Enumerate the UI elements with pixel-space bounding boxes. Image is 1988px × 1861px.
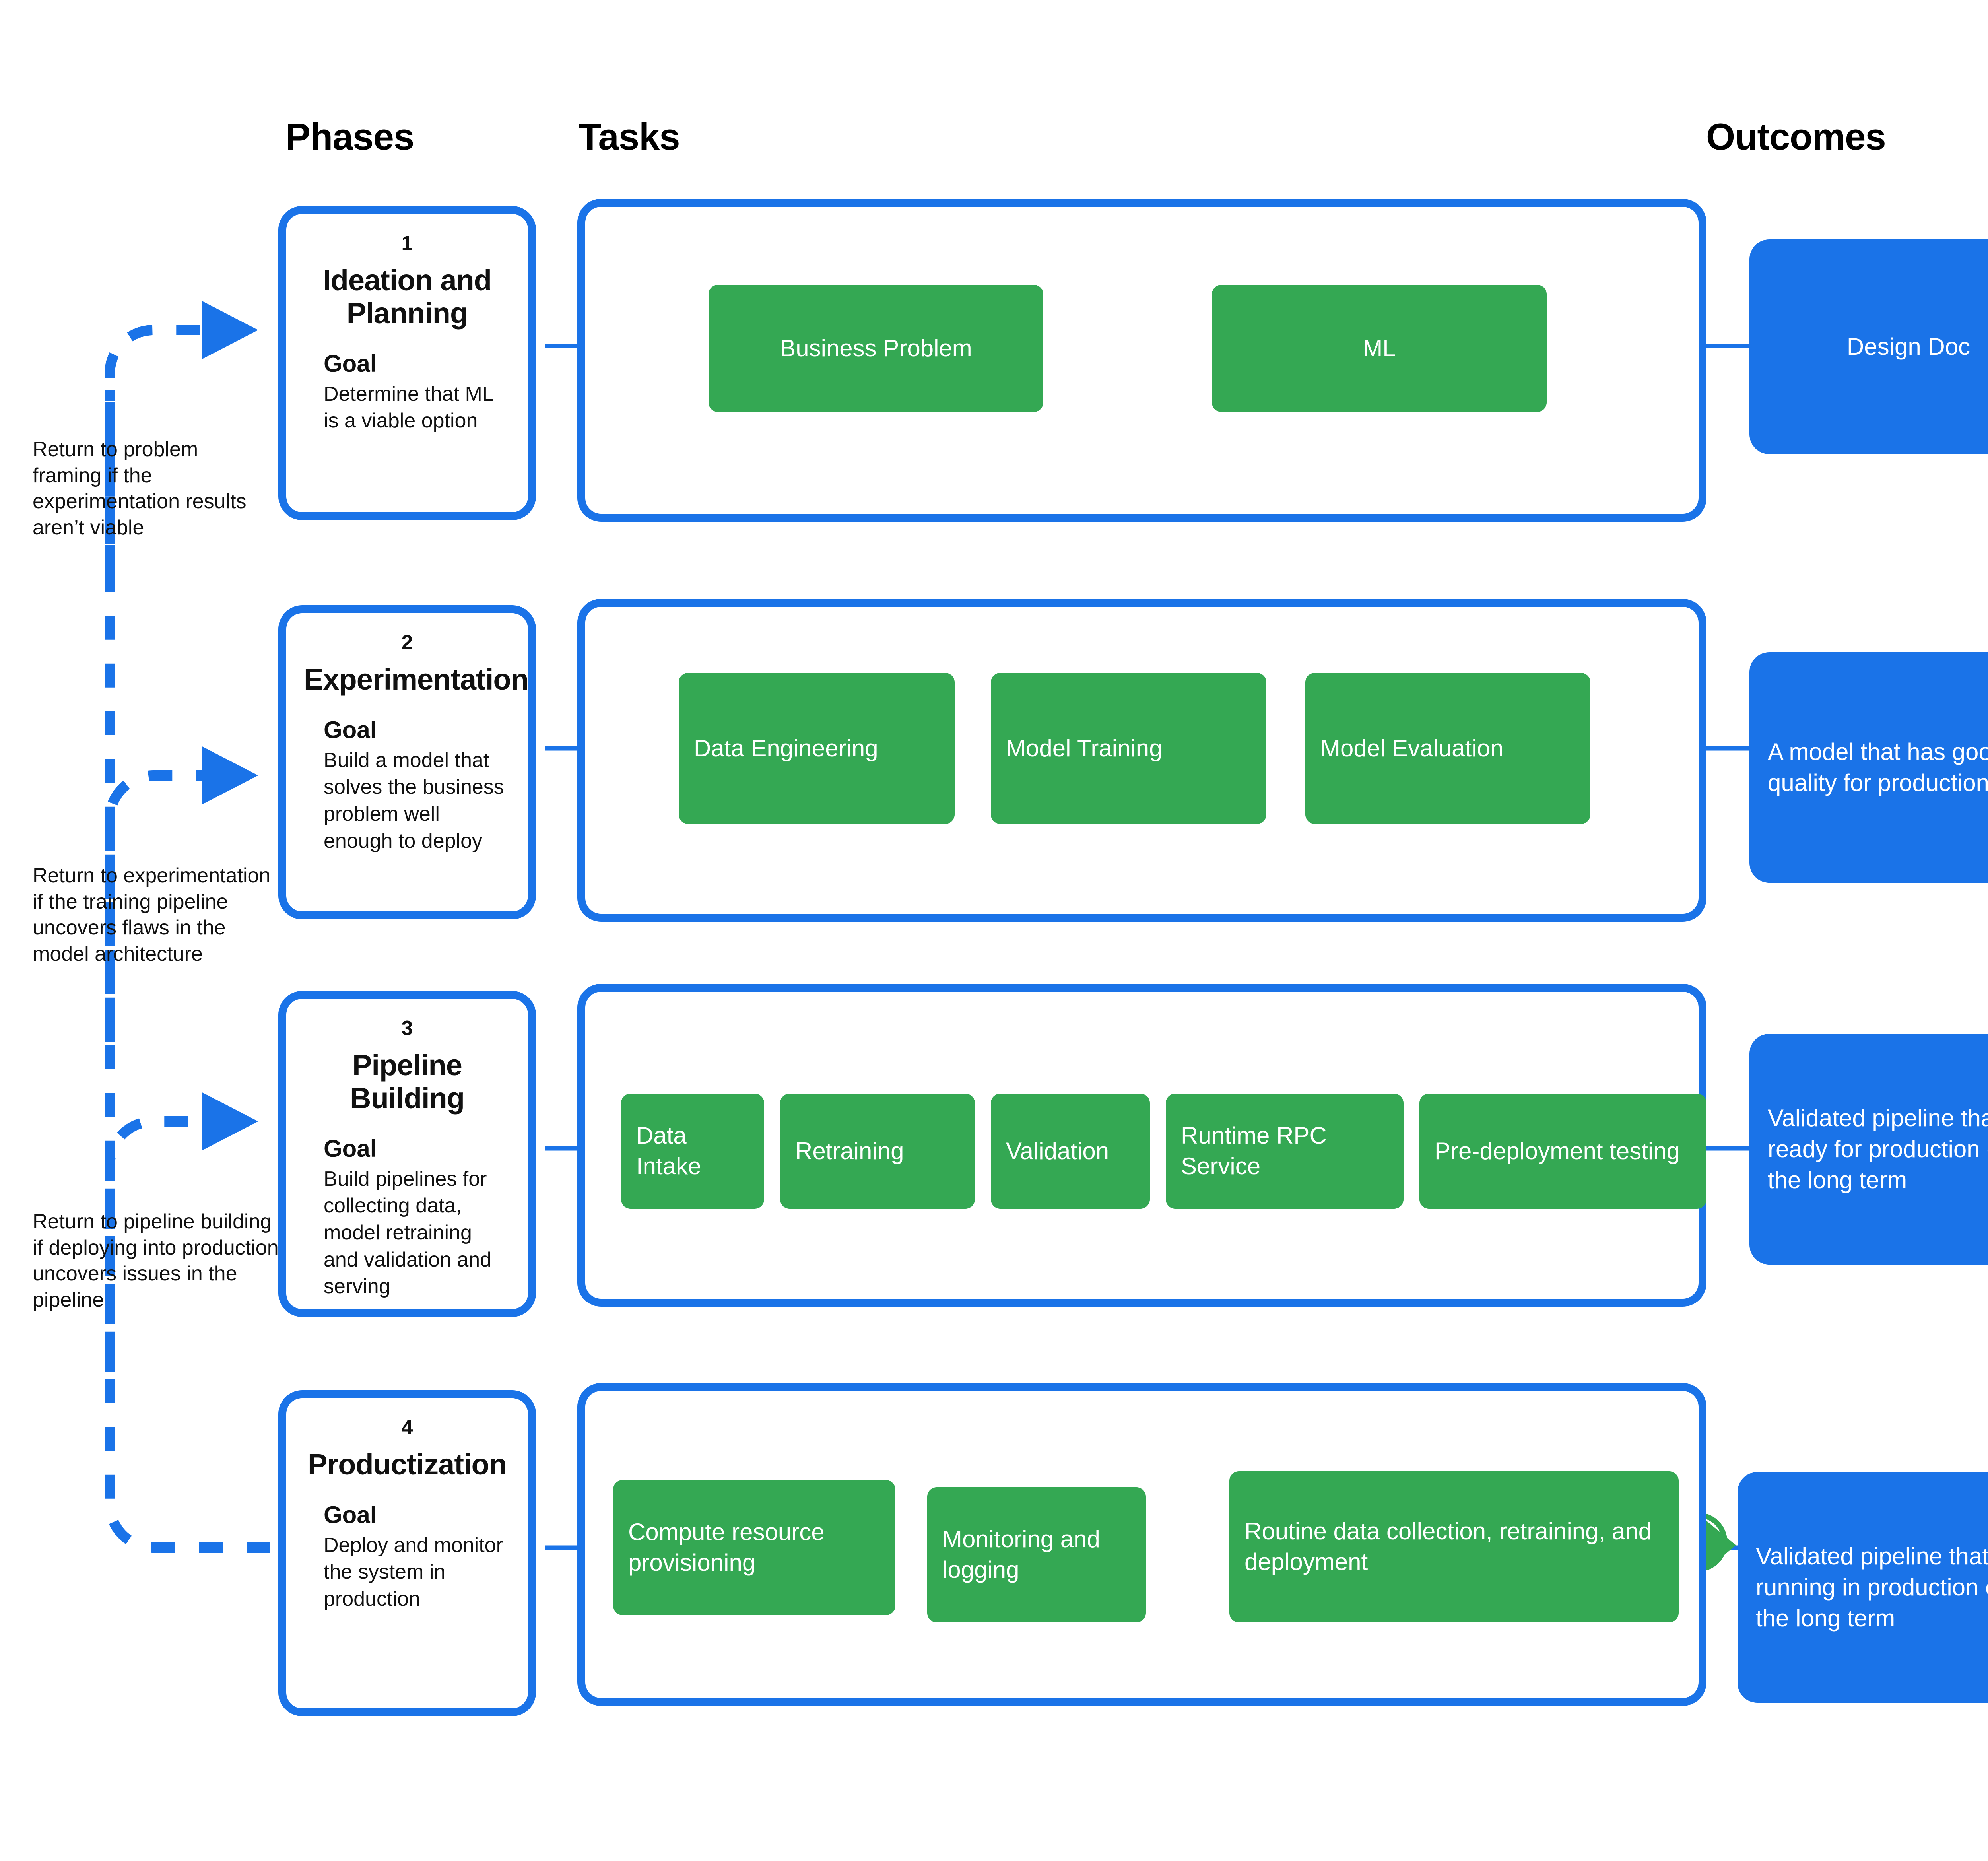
phase-goal-block-1: Goal Determine that ML is a viable optio…: [304, 350, 511, 435]
goal-label-2: Goal: [324, 716, 377, 743]
phase-number-2: 2: [401, 631, 413, 654]
phase-card-3[interactable]: 3 Pipeline Building Goal Build pipelines…: [278, 991, 536, 1317]
phase-number-1: 1: [401, 232, 413, 255]
task-box-data-intake[interactable]: Data Intake: [621, 1094, 764, 1209]
phase-title-4: Productization: [308, 1448, 507, 1481]
task-box-routine-data-collection[interactable]: Routine data collection, retraining, and…: [1229, 1471, 1679, 1622]
task-box-validation[interactable]: Validation: [991, 1094, 1150, 1209]
return-spine-left: [105, 390, 270, 1553]
outcome-box-4[interactable]: Validated pipeline that’s running in pro…: [1738, 1472, 1988, 1703]
task-box-ml[interactable]: ML: [1212, 285, 1547, 412]
column-header-outcomes: Outcomes: [1706, 116, 1886, 157]
phase-title-3: Pipeline Building: [350, 1049, 465, 1115]
return-note-1: Return to problem framing if the experim…: [33, 438, 247, 539]
phase-goal-block-4: Goal Deploy and monitor the system in pr…: [304, 1502, 511, 1613]
task-box-compute-resource-provisioning[interactable]: Compute resource provisioning: [613, 1480, 895, 1615]
task-box-runtime-rpc-service[interactable]: Runtime RPC Service: [1166, 1094, 1404, 1209]
task-box-monitoring-and-logging[interactable]: Monitoring and logging: [927, 1487, 1146, 1622]
task-box-model-evaluation[interactable]: Model Evaluation: [1305, 673, 1590, 824]
phase-title-2: Experimentation: [304, 663, 529, 696]
task-box-business-problem[interactable]: Business Problem: [709, 285, 1043, 412]
column-header-tasks: Tasks: [579, 116, 680, 157]
phase-number-3: 3: [401, 1017, 413, 1040]
column-header-phases: Phases: [285, 116, 414, 157]
outcome-box-2[interactable]: A model that has good quality for produc…: [1749, 652, 1988, 883]
phase-card-4[interactable]: 4 Productization Goal Deploy and monitor…: [278, 1390, 536, 1716]
outcome-box-1[interactable]: Design Doc: [1749, 239, 1988, 454]
tasks-to-outcome-links: [1706, 344, 1749, 1550]
return-note-2: Return to experimentation if the trainin…: [33, 864, 271, 965]
goal-text-4: Deploy and monitor the system in product…: [324, 1533, 503, 1611]
goal-label-3: Goal: [324, 1135, 377, 1162]
phase-number-4: 4: [401, 1416, 413, 1439]
task-box-retraining[interactable]: Retraining: [780, 1094, 975, 1209]
outcome-box-3[interactable]: Validated pipeline that’s ready for prod…: [1749, 1034, 1988, 1265]
goal-text-3: Build pipelines for collecting data, mod…: [324, 1167, 492, 1298]
phase-goal-block-2: Goal Build a model that solves the busin…: [304, 717, 511, 855]
task-box-model-training[interactable]: Model Training: [991, 673, 1266, 824]
phase-card-1[interactable]: 1 Ideation and Planning Goal Determine t…: [278, 206, 536, 520]
task-box-pre-deployment-testing[interactable]: Pre-deployment testing: [1419, 1094, 1706, 1209]
goal-label-4: Goal: [324, 1501, 377, 1528]
phase-card-2[interactable]: 2 Experimentation Goal Build a model tha…: [278, 605, 536, 919]
goal-label-1: Goal: [324, 350, 377, 377]
goal-text-2: Build a model that solves the business p…: [324, 748, 504, 853]
phase-title-1: Ideation and Planning: [323, 264, 492, 330]
phase-goal-block-3: Goal Build pipelines for collecting data…: [304, 1135, 511, 1300]
phase-to-tasks-links: [545, 344, 577, 1550]
task-box-data-engineering[interactable]: Data Engineering: [679, 673, 955, 824]
goal-text-1: Determine that ML is a viable option: [324, 382, 493, 433]
return-note-3: Return to pipeline building if deploying…: [33, 1210, 279, 1311]
